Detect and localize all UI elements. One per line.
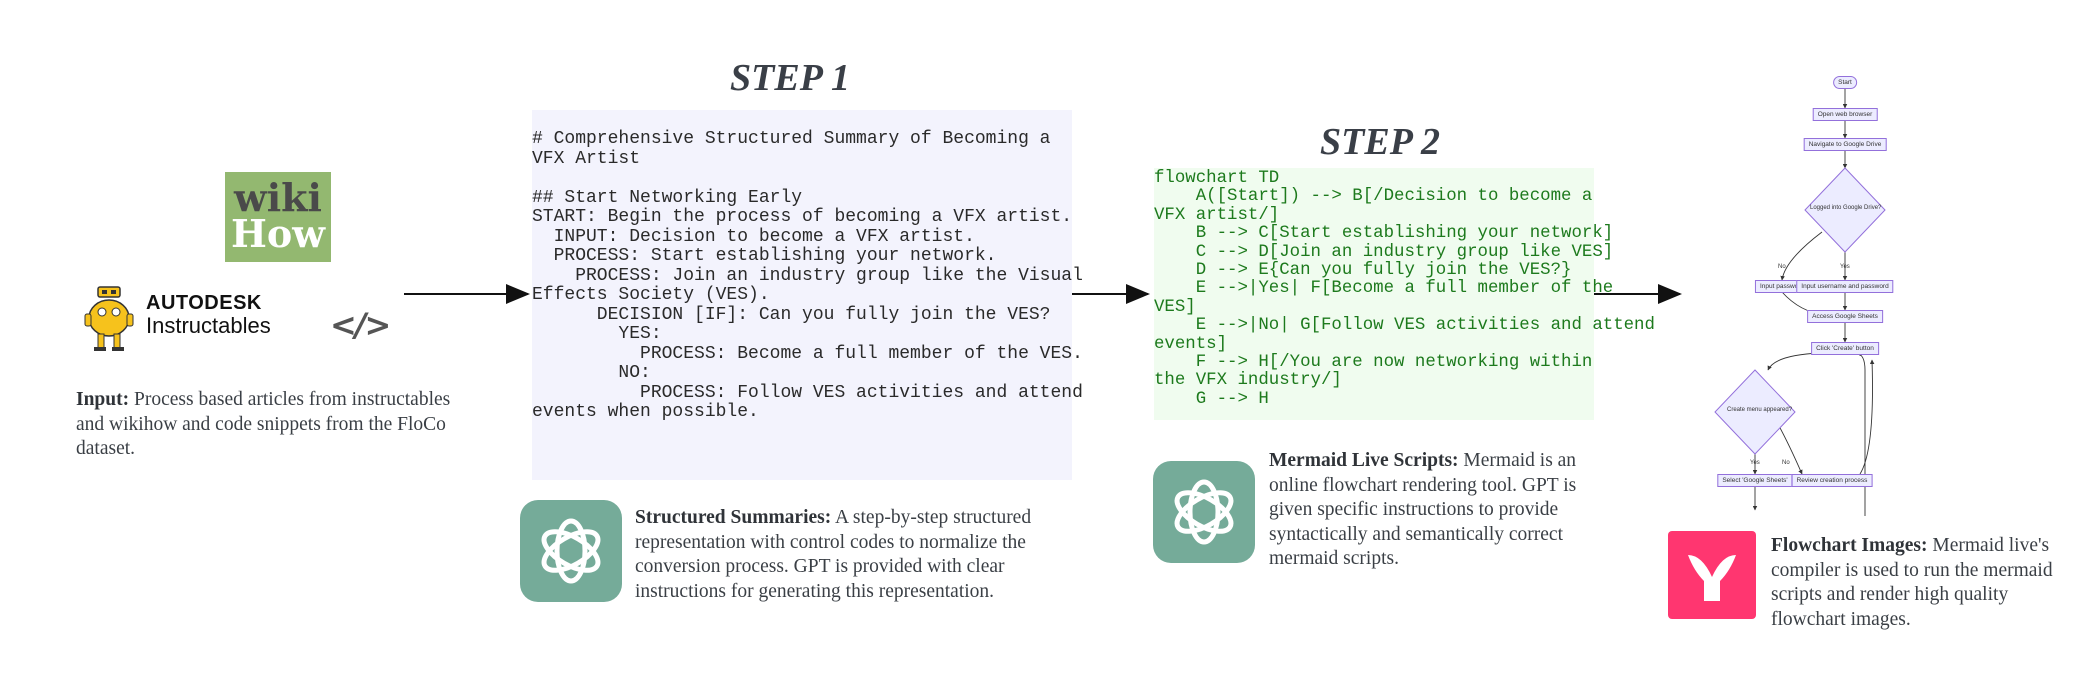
step2-mermaid-code: flowchart TD A([Start]) --> B[/Decision … — [1154, 168, 1655, 420]
flowchart-node-navigate: Navigate to Google Drive — [1803, 138, 1887, 151]
openai-logo-graphic — [1174, 479, 1234, 545]
flowchart-edge-label-yes-1: Yes — [1840, 264, 1850, 270]
openai-logo-graphic — [541, 518, 601, 584]
step3-description-text: Mermaid live's compiler is used to run t… — [1771, 535, 2053, 630]
step3-description: Flowchart Images: Mermaid live's compile… — [1771, 534, 2071, 632]
step3-description-title: Flowchart Images: — [1771, 535, 1928, 556]
wikihow-logo-how: How — [231, 211, 325, 256]
openai-icon — [520, 500, 622, 602]
flowchart-node-input-username-password: Input username and password — [1796, 280, 1894, 293]
flowchart-edges — [1714, 88, 1886, 516]
openai-icon — [1153, 461, 1255, 563]
step1-description: Structured Summaries: A step-by-step str… — [635, 506, 1060, 604]
instructables-robot-icon — [84, 286, 134, 351]
step1-title: STEP 1 — [730, 57, 850, 99]
wikihow-logo: wiki How — [225, 172, 331, 262]
mermaid-logo-graphic — [1688, 555, 1736, 601]
flowchart-decision-menu — [1714, 369, 1796, 455]
flowchart-node-click-create: Click 'Create' button — [1811, 342, 1879, 355]
step1-description-text: A step-by-step structured representation… — [635, 507, 1032, 602]
flowchart-decision-menu-label: Create menu appeared? — [1727, 407, 1793, 413]
flowchart-node-select-sheets: Select 'Google Sheets' — [1717, 474, 1793, 487]
input-description-title: Input: — [76, 389, 130, 410]
flowchart-node-open-browser: Open web browser — [1812, 108, 1878, 121]
step2-description-text: Mermaid is an online flowchart rendering… — [1269, 450, 1577, 569]
flowchart-edge-label-no-1: No — [1778, 264, 1786, 270]
step1-structured-summary-code: # Comprehensive Structured Summary of Be… — [532, 110, 1083, 480]
step2-description: Mermaid Live Scripts: Mermaid is an onli… — [1269, 449, 1599, 572]
instructables-wordmark: Instructables — [146, 313, 271, 338]
wikihow-logo-wiki: wiki — [234, 175, 322, 220]
flowchart-node-access-sheets: Access Google Sheets — [1807, 310, 1883, 323]
flowchart-edge-label-yes-2: Yes — [1750, 460, 1760, 466]
step2-title: STEP 2 — [1320, 121, 1440, 163]
input-description: Input: Process based articles from instr… — [76, 388, 476, 462]
flowchart-image: Start Open web browser Navigate to Googl… — [1690, 70, 2020, 516]
code-icon: </> — [330, 306, 391, 344]
step1-description-title: Structured Summaries: — [635, 507, 832, 528]
mermaid-icon — [1668, 531, 1756, 619]
flowchart-decision-logged-in-label: Logged into Google Drive? — [1810, 205, 1882, 211]
flowchart-node-review: Review creation process — [1791, 474, 1873, 487]
flowchart-node-start: Start — [1833, 76, 1857, 89]
instructables-logo: AUTODESK Instructables — [146, 292, 271, 338]
input-description-text: Process based articles from instructable… — [76, 389, 451, 459]
flowchart-edge-label-no-2: No — [1782, 460, 1790, 466]
flowchart-decision-logged-in — [1804, 167, 1886, 253]
autodesk-wordmark: AUTODESK — [146, 292, 262, 314]
step2-description-title: Mermaid Live Scripts: — [1269, 450, 1459, 471]
